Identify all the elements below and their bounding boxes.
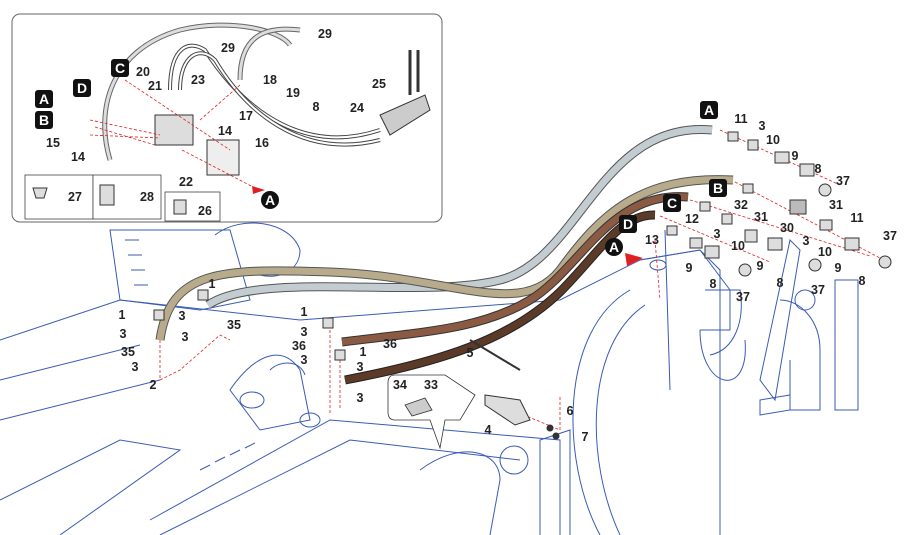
connector-letter: A — [609, 239, 619, 255]
part-number-label: 9 — [686, 261, 693, 275]
part-number-label: 13 — [645, 233, 659, 247]
part-number-label: 37 — [736, 290, 750, 304]
part-number-label: 2 — [150, 378, 157, 392]
part-number-label: 26 — [198, 204, 212, 218]
callout-box — [709, 179, 727, 197]
part-number-label: 23 — [191, 73, 205, 87]
part-number-label: 30 — [780, 221, 794, 235]
part-number-label: 21 — [148, 79, 162, 93]
red-arrow — [252, 186, 265, 194]
part-number-label: 1 — [209, 277, 216, 291]
part-number-label: 34 — [393, 378, 407, 392]
callout-box — [663, 194, 681, 212]
callout-box — [619, 215, 637, 233]
callout-letter: A — [39, 91, 49, 107]
part-number-label: 8 — [777, 276, 784, 290]
part-number-label: 37 — [836, 174, 850, 188]
callout-box — [35, 90, 53, 108]
part-number-label: 8 — [313, 100, 320, 114]
connector-circle — [605, 238, 623, 256]
part-number-label: 14 — [218, 124, 232, 138]
connector-letter: A — [265, 192, 275, 208]
part-number-label: 35 — [121, 345, 135, 359]
part-number-label: 24 — [350, 101, 364, 115]
part-number-label: 8 — [710, 277, 717, 291]
part-number-label: 28 — [140, 190, 154, 204]
part-number-label: 29 — [318, 27, 332, 41]
part-number-label: 14 — [71, 150, 85, 164]
part-number-label: 36 — [292, 339, 306, 353]
part-number-label: 3 — [714, 227, 721, 241]
part-number-label: 12 — [685, 212, 699, 226]
part-number-label: 27 — [68, 190, 82, 204]
hoses — [155, 125, 734, 385]
part-number-label: 37 — [883, 229, 897, 243]
part-number-label: 11 — [734, 112, 747, 126]
part-number-label: 3 — [182, 330, 189, 344]
callout-letter: B — [39, 112, 49, 128]
part-number-label: 6 — [567, 404, 574, 418]
part-number-label: 1 — [119, 308, 126, 322]
part-number-label: 9 — [835, 261, 842, 275]
part-number-label: 31 — [754, 210, 768, 224]
part-number-label: 3 — [357, 360, 364, 374]
callout-letter: A — [704, 102, 714, 118]
part-number-label: 1 — [360, 345, 367, 359]
part-number-label: 10 — [731, 239, 745, 253]
part-number-label: 37 — [811, 283, 825, 297]
part-number-label: 29 — [221, 41, 235, 55]
part-number-label: 7 — [582, 430, 589, 444]
part-number-label: 36 — [383, 337, 397, 351]
part-number-label: 25 — [372, 77, 386, 91]
callout-letter: C — [115, 60, 125, 76]
part-number-label: 20 — [136, 65, 150, 79]
callout-box — [35, 111, 53, 129]
part-number-label: 3 — [132, 360, 139, 374]
part-number-label: 4 — [485, 423, 492, 437]
machine-frame-line-art — [0, 222, 859, 535]
part-number-label: 31 — [829, 198, 843, 212]
part-number-label: 33 — [424, 378, 438, 392]
part-number-label: 16 — [255, 136, 269, 150]
callout-letter: C — [667, 195, 677, 211]
part-number-label: 19 — [286, 86, 300, 100]
detail-bubble — [387, 374, 476, 450]
part-number-label: 10 — [766, 133, 780, 147]
part-number-label: 3 — [301, 325, 308, 339]
part-number-label: 3 — [357, 391, 364, 405]
part-number-label: 35 — [227, 318, 241, 332]
callout-box — [700, 101, 718, 119]
callout-box — [111, 59, 129, 77]
part-number-label: 11 — [850, 211, 863, 225]
callout-letter: D — [77, 80, 87, 96]
part-number-label: 3 — [301, 353, 308, 367]
red-arrow — [625, 253, 643, 266]
part-number-label: 3 — [759, 119, 766, 133]
part-number-label: 5 — [467, 346, 474, 360]
part-number-label: 8 — [815, 162, 822, 176]
part-number-label: 18 — [263, 73, 277, 87]
clip-part — [404, 397, 433, 417]
part-number-label: 32 — [734, 198, 748, 212]
callout-letter: D — [623, 216, 633, 232]
part-number-label: 15 — [46, 136, 60, 150]
part-number-label: 3 — [120, 327, 127, 341]
part-number-label: 17 — [239, 109, 253, 123]
part-number-label: 8 — [859, 274, 866, 288]
part-number-label: 10 — [818, 245, 832, 259]
part-number-label: 3 — [179, 309, 186, 323]
part-number-label: 22 — [179, 175, 193, 189]
callout-box — [73, 79, 91, 97]
callout-letter: B — [713, 180, 723, 196]
connector-circle — [261, 191, 279, 209]
part-number-label: 9 — [792, 149, 799, 163]
fittings — [153, 131, 892, 440]
part-number-label: 1 — [301, 305, 308, 319]
part-number-label: 3 — [803, 234, 810, 248]
part-number-label: 9 — [757, 259, 764, 273]
